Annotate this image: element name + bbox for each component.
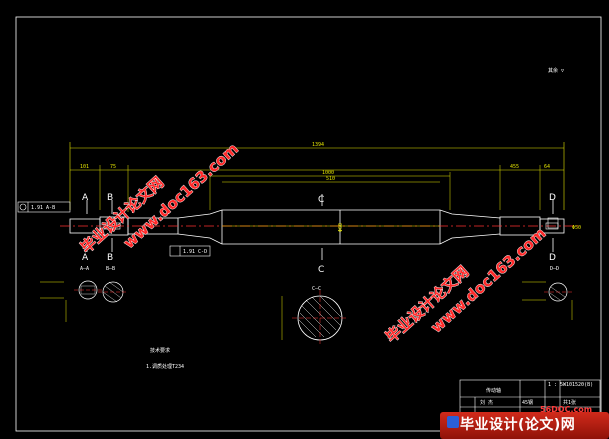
brand-bar-bg [440,412,609,439]
tech-note-title: 技术要求 [150,347,170,354]
section-cc-view [292,290,348,346]
secondary-dimensions [70,165,564,212]
dim-center: 510 [326,176,335,182]
dim-left-2: 75 [110,164,116,170]
dim-right-2: 64 [544,164,550,170]
dim-right-1: 455 [510,164,519,170]
drawing-border [15,16,602,432]
section-aa-label: A—A [80,266,89,272]
section-cc-label: C—C [312,286,321,292]
section-a-bottom: A [82,253,89,263]
dim-dia-shaft: Φ60 [338,223,344,232]
brand-title[interactable]: 毕业设计(论文)网 [460,417,576,433]
tech-note-line: 1.调质处理T234 [146,363,184,370]
title-part-name: 传动轴 [486,387,501,394]
overall-dimension [69,142,565,210]
title-scale: 1 : 5 [548,382,563,388]
tolerance-left-text: 1.91 A-B [31,205,55,211]
title-material: 45钢 [522,399,533,406]
dim-left-1: 101 [80,164,89,170]
tolerance-frame-mid [169,245,211,257]
section-dd-label: D—D [550,266,559,272]
section-aa-dims [40,281,67,322]
section-d-bottom: D [549,253,556,263]
roughness-note: 其余 ▽ [548,67,564,74]
section-b-top: B [107,193,113,203]
section-d-top: D [549,193,556,203]
dim-overall-length: 1394 [312,142,324,148]
brand-domain[interactable]: 56DOC.com [540,405,593,414]
watermark-bottom: 毕业设计论文网 www.doc163.com [382,224,550,347]
tolerance-frame-left [17,201,71,213]
tolerance-mid-text: 1.91 C-D [183,249,207,255]
watermark-top: 毕业设计论文网 www.doc163.com [77,139,243,257]
section-c-top: C [318,195,324,205]
title-drawing-no: W101520(B) [563,382,593,388]
section-dd-dims [522,281,573,320]
section-markers [86,194,554,260]
section-b-bottom: B [107,253,113,263]
dim-middle: 1000 [322,170,334,176]
dim-dia-end: Φ50 [572,225,581,231]
section-bb-label: B—B [106,266,115,272]
section-aa-view [74,280,102,300]
datum-right [547,217,559,229]
title-sheet: 共1张 [563,399,576,406]
brand-logo-icon [447,416,459,428]
section-c-bottom: C [318,265,324,275]
title-designer: 刘 杰 [480,399,493,406]
section-bb-view [98,281,128,303]
section-dd-view [544,282,572,302]
section-a-top: A [82,193,89,203]
